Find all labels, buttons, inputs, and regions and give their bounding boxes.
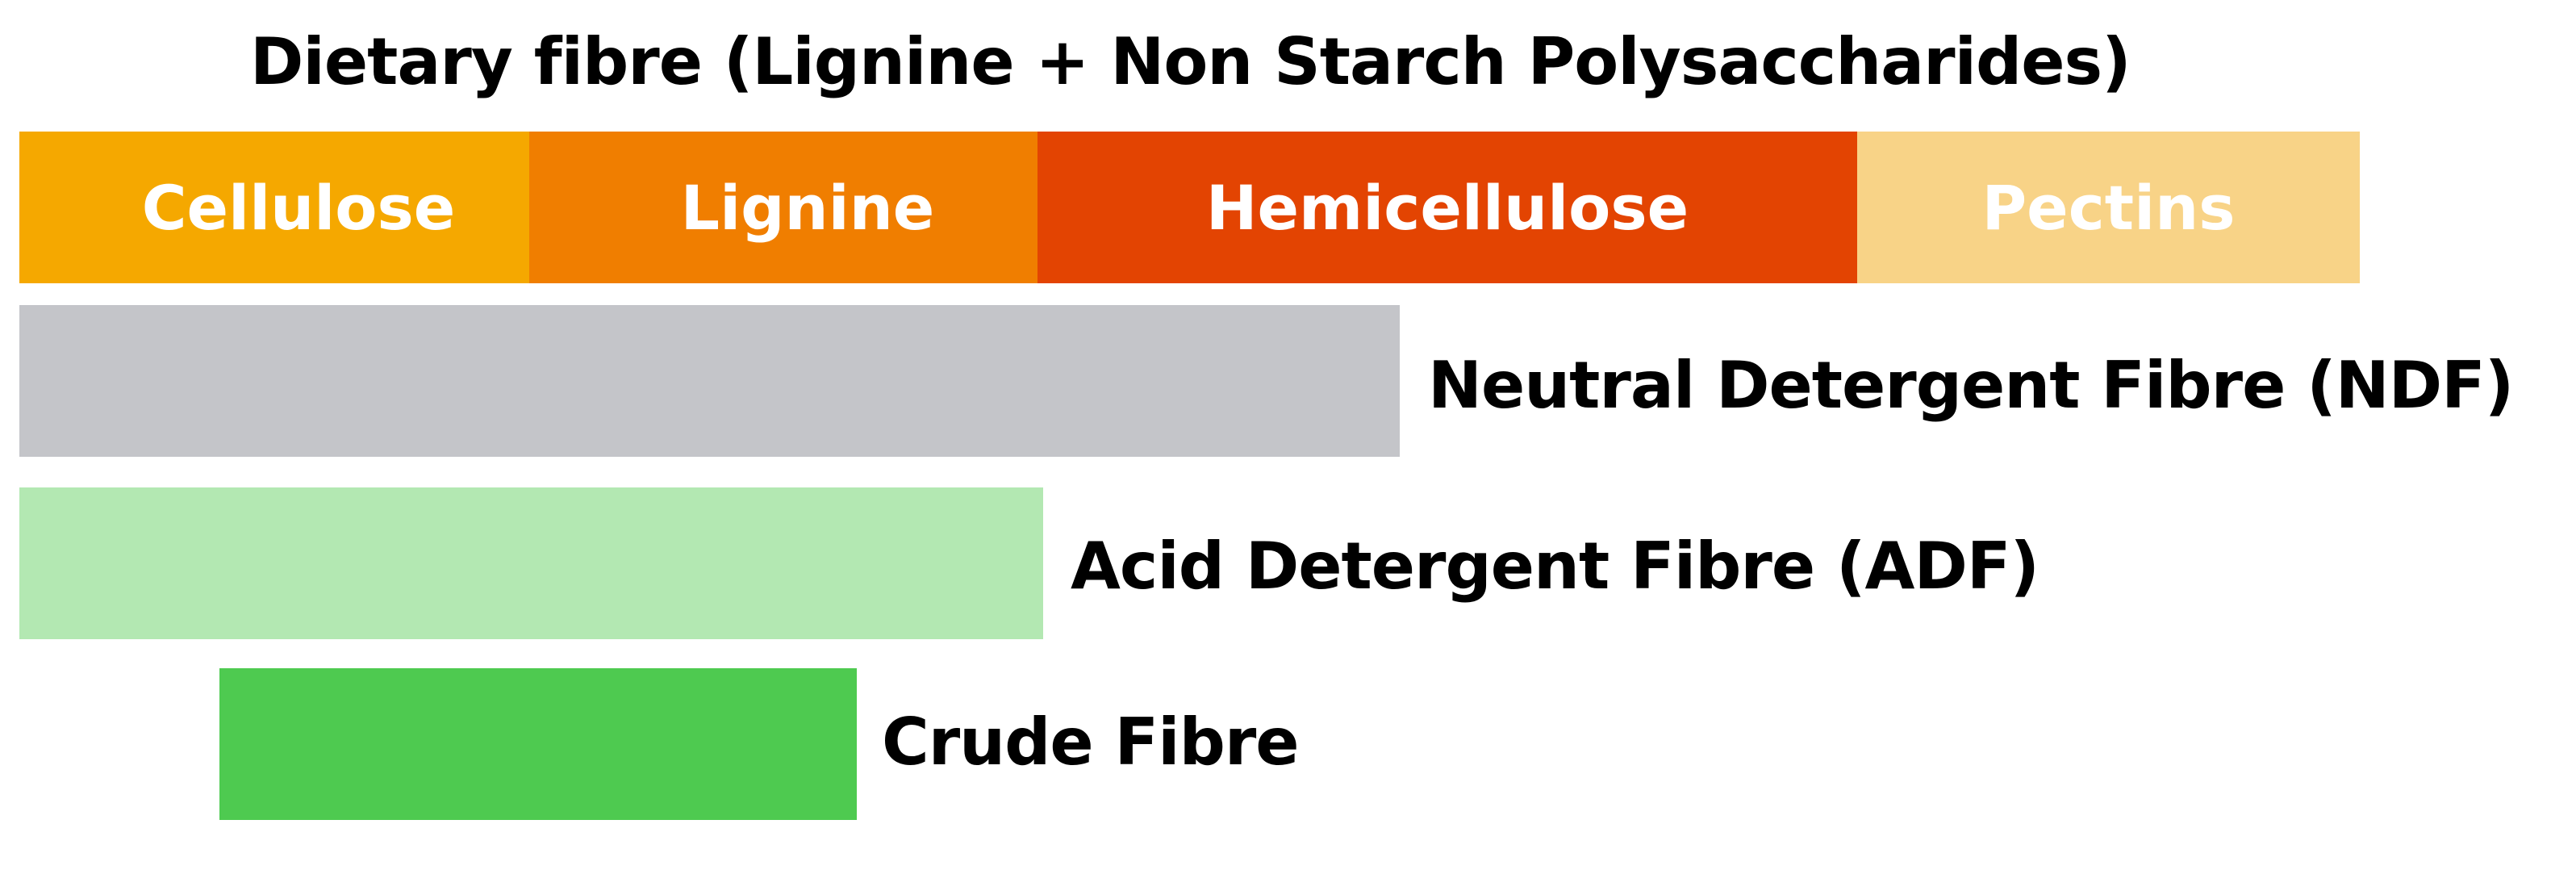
segment-hemicellulose: Hemicellulose bbox=[1037, 132, 1857, 283]
segment-cellulose: Cellulose bbox=[19, 132, 529, 283]
segment-pectins: Pectins bbox=[1857, 132, 2360, 283]
crude-fibre-bar bbox=[219, 668, 857, 820]
adf-bar bbox=[19, 487, 1043, 639]
ndf-label: Neutral Detergent Fibre (NDF) bbox=[1428, 348, 2514, 423]
segment-lignine: Lignine bbox=[529, 132, 1037, 283]
diagram-title: Dietary fibre (Lignine + Non Starch Poly… bbox=[250, 24, 2131, 99]
segment-label-pectins: Pectins bbox=[1981, 171, 2236, 244]
crude-fibre-label: Crude Fibre bbox=[882, 705, 1300, 780]
segment-label-lignine: Lignine bbox=[680, 171, 935, 244]
dietary-fibre-composition-bar: Cellulose Lignine Hemicellulose Pectins bbox=[19, 132, 2360, 283]
adf-label: Acid Detergent Fibre (ADF) bbox=[1071, 529, 2040, 604]
segment-label-hemicellulose: Hemicellulose bbox=[1205, 171, 1689, 244]
ndf-bar bbox=[19, 305, 1400, 457]
segment-label-cellulose: Cellulose bbox=[141, 171, 456, 244]
